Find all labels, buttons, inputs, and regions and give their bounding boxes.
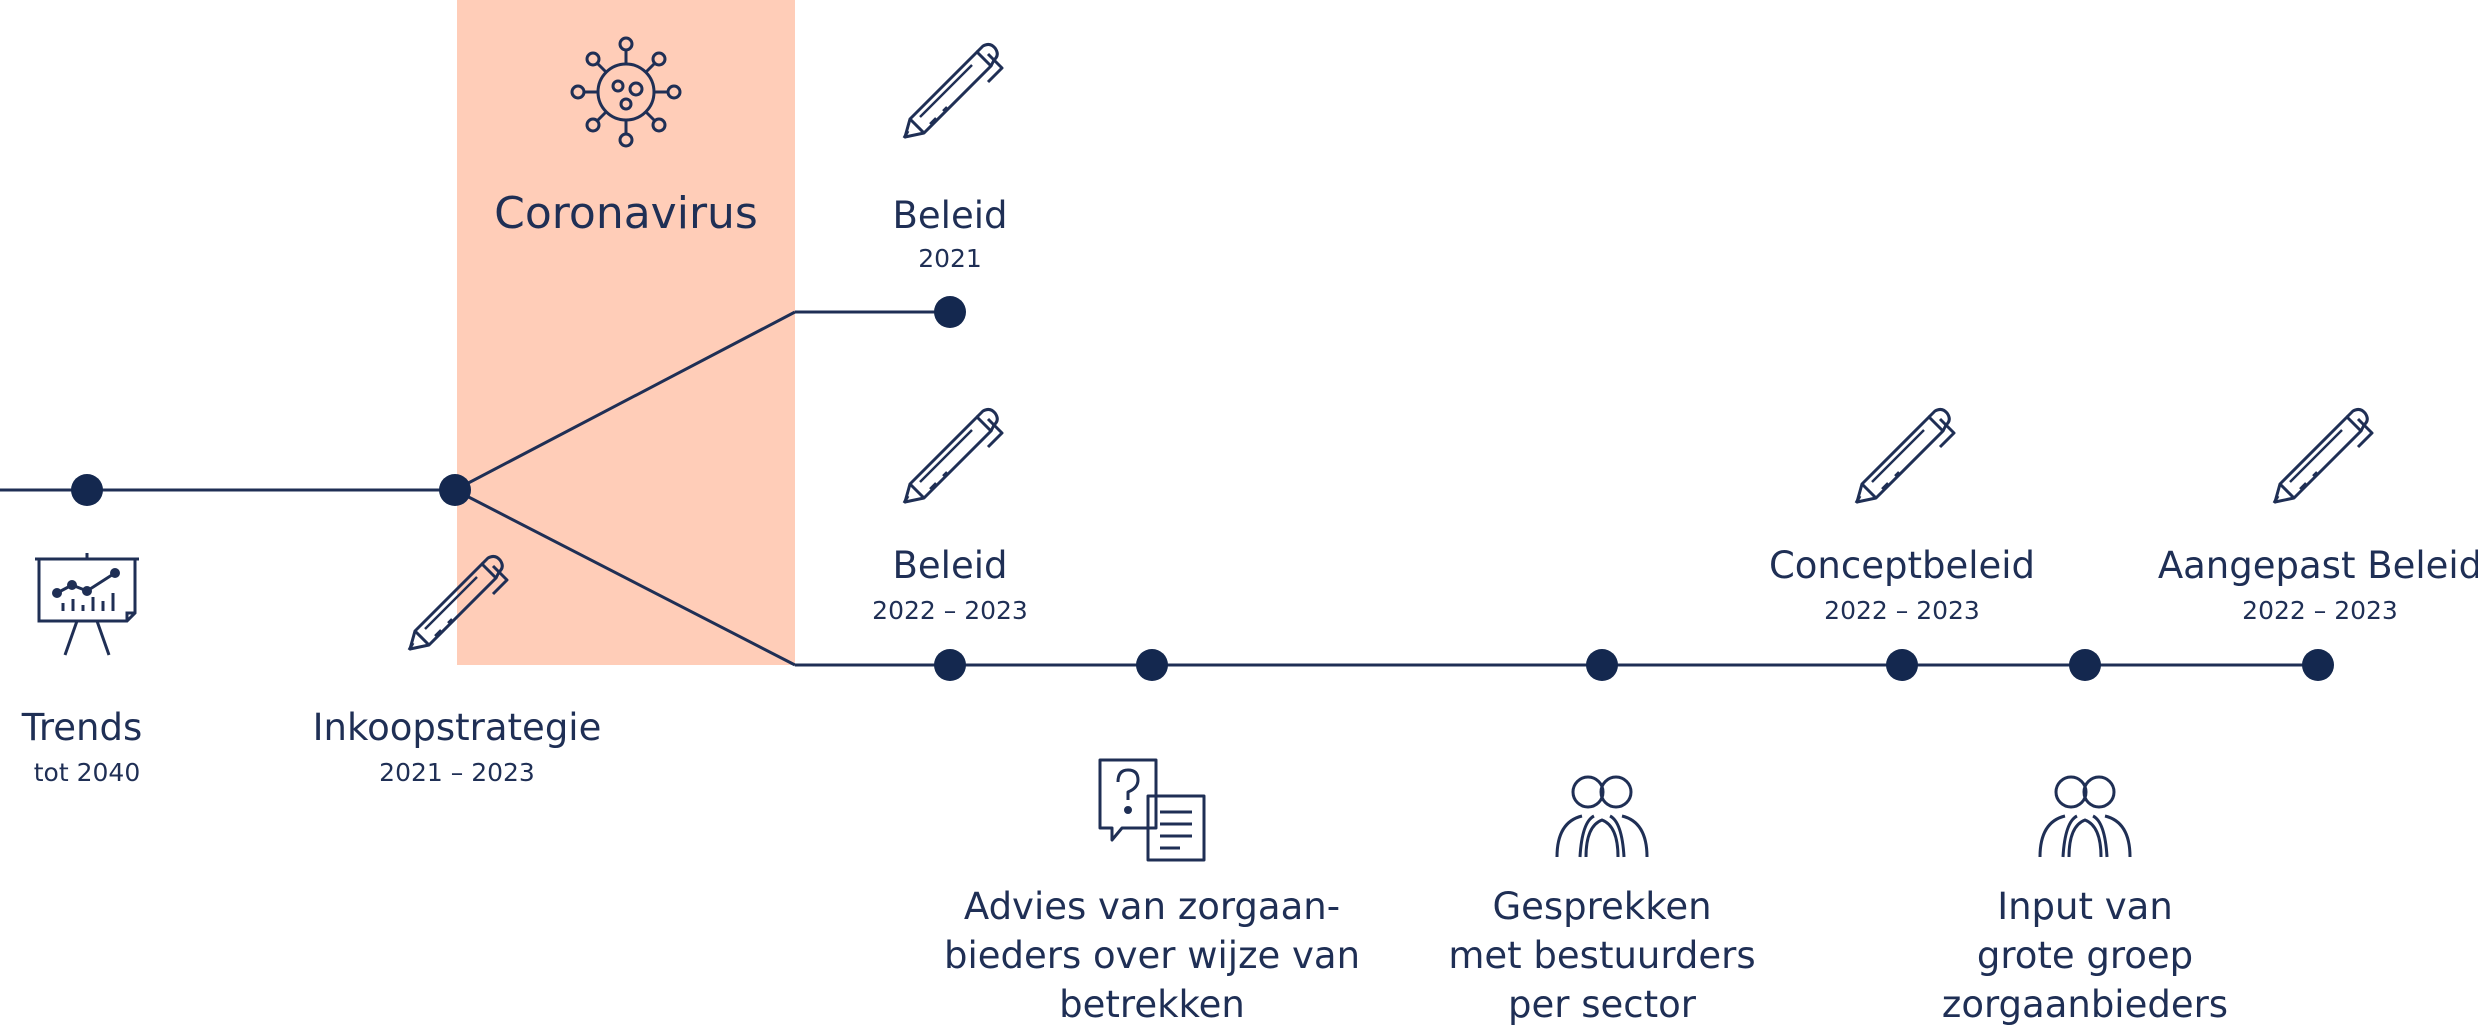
people-icon: [1555, 775, 1649, 859]
beleid-2021-title: Beleid: [892, 194, 1008, 237]
beleid-2022-title: Beleid: [892, 544, 1008, 587]
inkoopstrategie-title: Inkoopstrategie: [312, 706, 602, 749]
pen-icon: [2272, 407, 2374, 505]
aangepast-beleid-year: 2022 – 2023: [2242, 596, 2398, 625]
dot-beleid-2021: [934, 296, 966, 328]
advies-label: Advies van zorgaan- bieders over wijze v…: [944, 882, 1360, 1029]
gesprekken-line-1: Gesprekken: [1492, 885, 1712, 928]
gesprekken-line-3: per sector: [1508, 983, 1696, 1026]
inkoopstrategie-year: 2021 – 2023: [379, 758, 535, 787]
chart-presentation-icon: [35, 553, 139, 656]
beleid-2021-year: 2021: [918, 244, 982, 273]
conceptbeleid-year: 2022 – 2023: [1824, 596, 1980, 625]
dot-gesprekken: [1586, 649, 1618, 681]
input-line-1: Input van: [1997, 885, 2173, 928]
virus-icon: [570, 36, 682, 148]
coronavirus-band: [457, 0, 795, 665]
beleid-2022-year: 2022 – 2023: [872, 596, 1028, 625]
advies-line-2: bieders over wijze van: [943, 934, 1361, 977]
timeline-dots: [71, 296, 2334, 681]
input-line-3: zorgaanbieders: [1941, 983, 2229, 1026]
pen-icon: [902, 42, 1004, 140]
trends-title: Trends: [21, 706, 143, 749]
people-icon: [2038, 775, 2132, 859]
dot-trends: [71, 474, 103, 506]
pen-icon: [902, 407, 1004, 505]
pen-icon: [1854, 407, 1956, 505]
gesprekken-label: Gesprekken met bestuurders per sector: [1448, 882, 1755, 1029]
dot-conceptbeleid: [1886, 649, 1918, 681]
advies-line-1: Advies van zorgaan-: [963, 885, 1341, 928]
input-label: Input van grote groep zorgaanbieders: [1942, 882, 2228, 1029]
dot-advies: [1136, 649, 1168, 681]
trends-subtitle: tot 2040: [33, 758, 141, 787]
question-chat-icon: [1098, 758, 1206, 862]
dot-aangepast: [2302, 649, 2334, 681]
dot-beleid-2022: [934, 649, 966, 681]
input-line-2: grote groep: [1976, 934, 2194, 977]
aangepast-beleid-title: Aangepast Beleid: [2157, 544, 2478, 587]
dot-input: [2069, 649, 2101, 681]
conceptbeleid-title: Conceptbeleid: [1768, 544, 2036, 587]
dot-inkoopstrategie: [439, 474, 471, 506]
gesprekken-line-2: met bestuurders: [1448, 934, 1756, 977]
coronavirus-label: Coronavirus: [494, 188, 758, 239]
advies-line-3: betrekken: [1059, 983, 1245, 1026]
